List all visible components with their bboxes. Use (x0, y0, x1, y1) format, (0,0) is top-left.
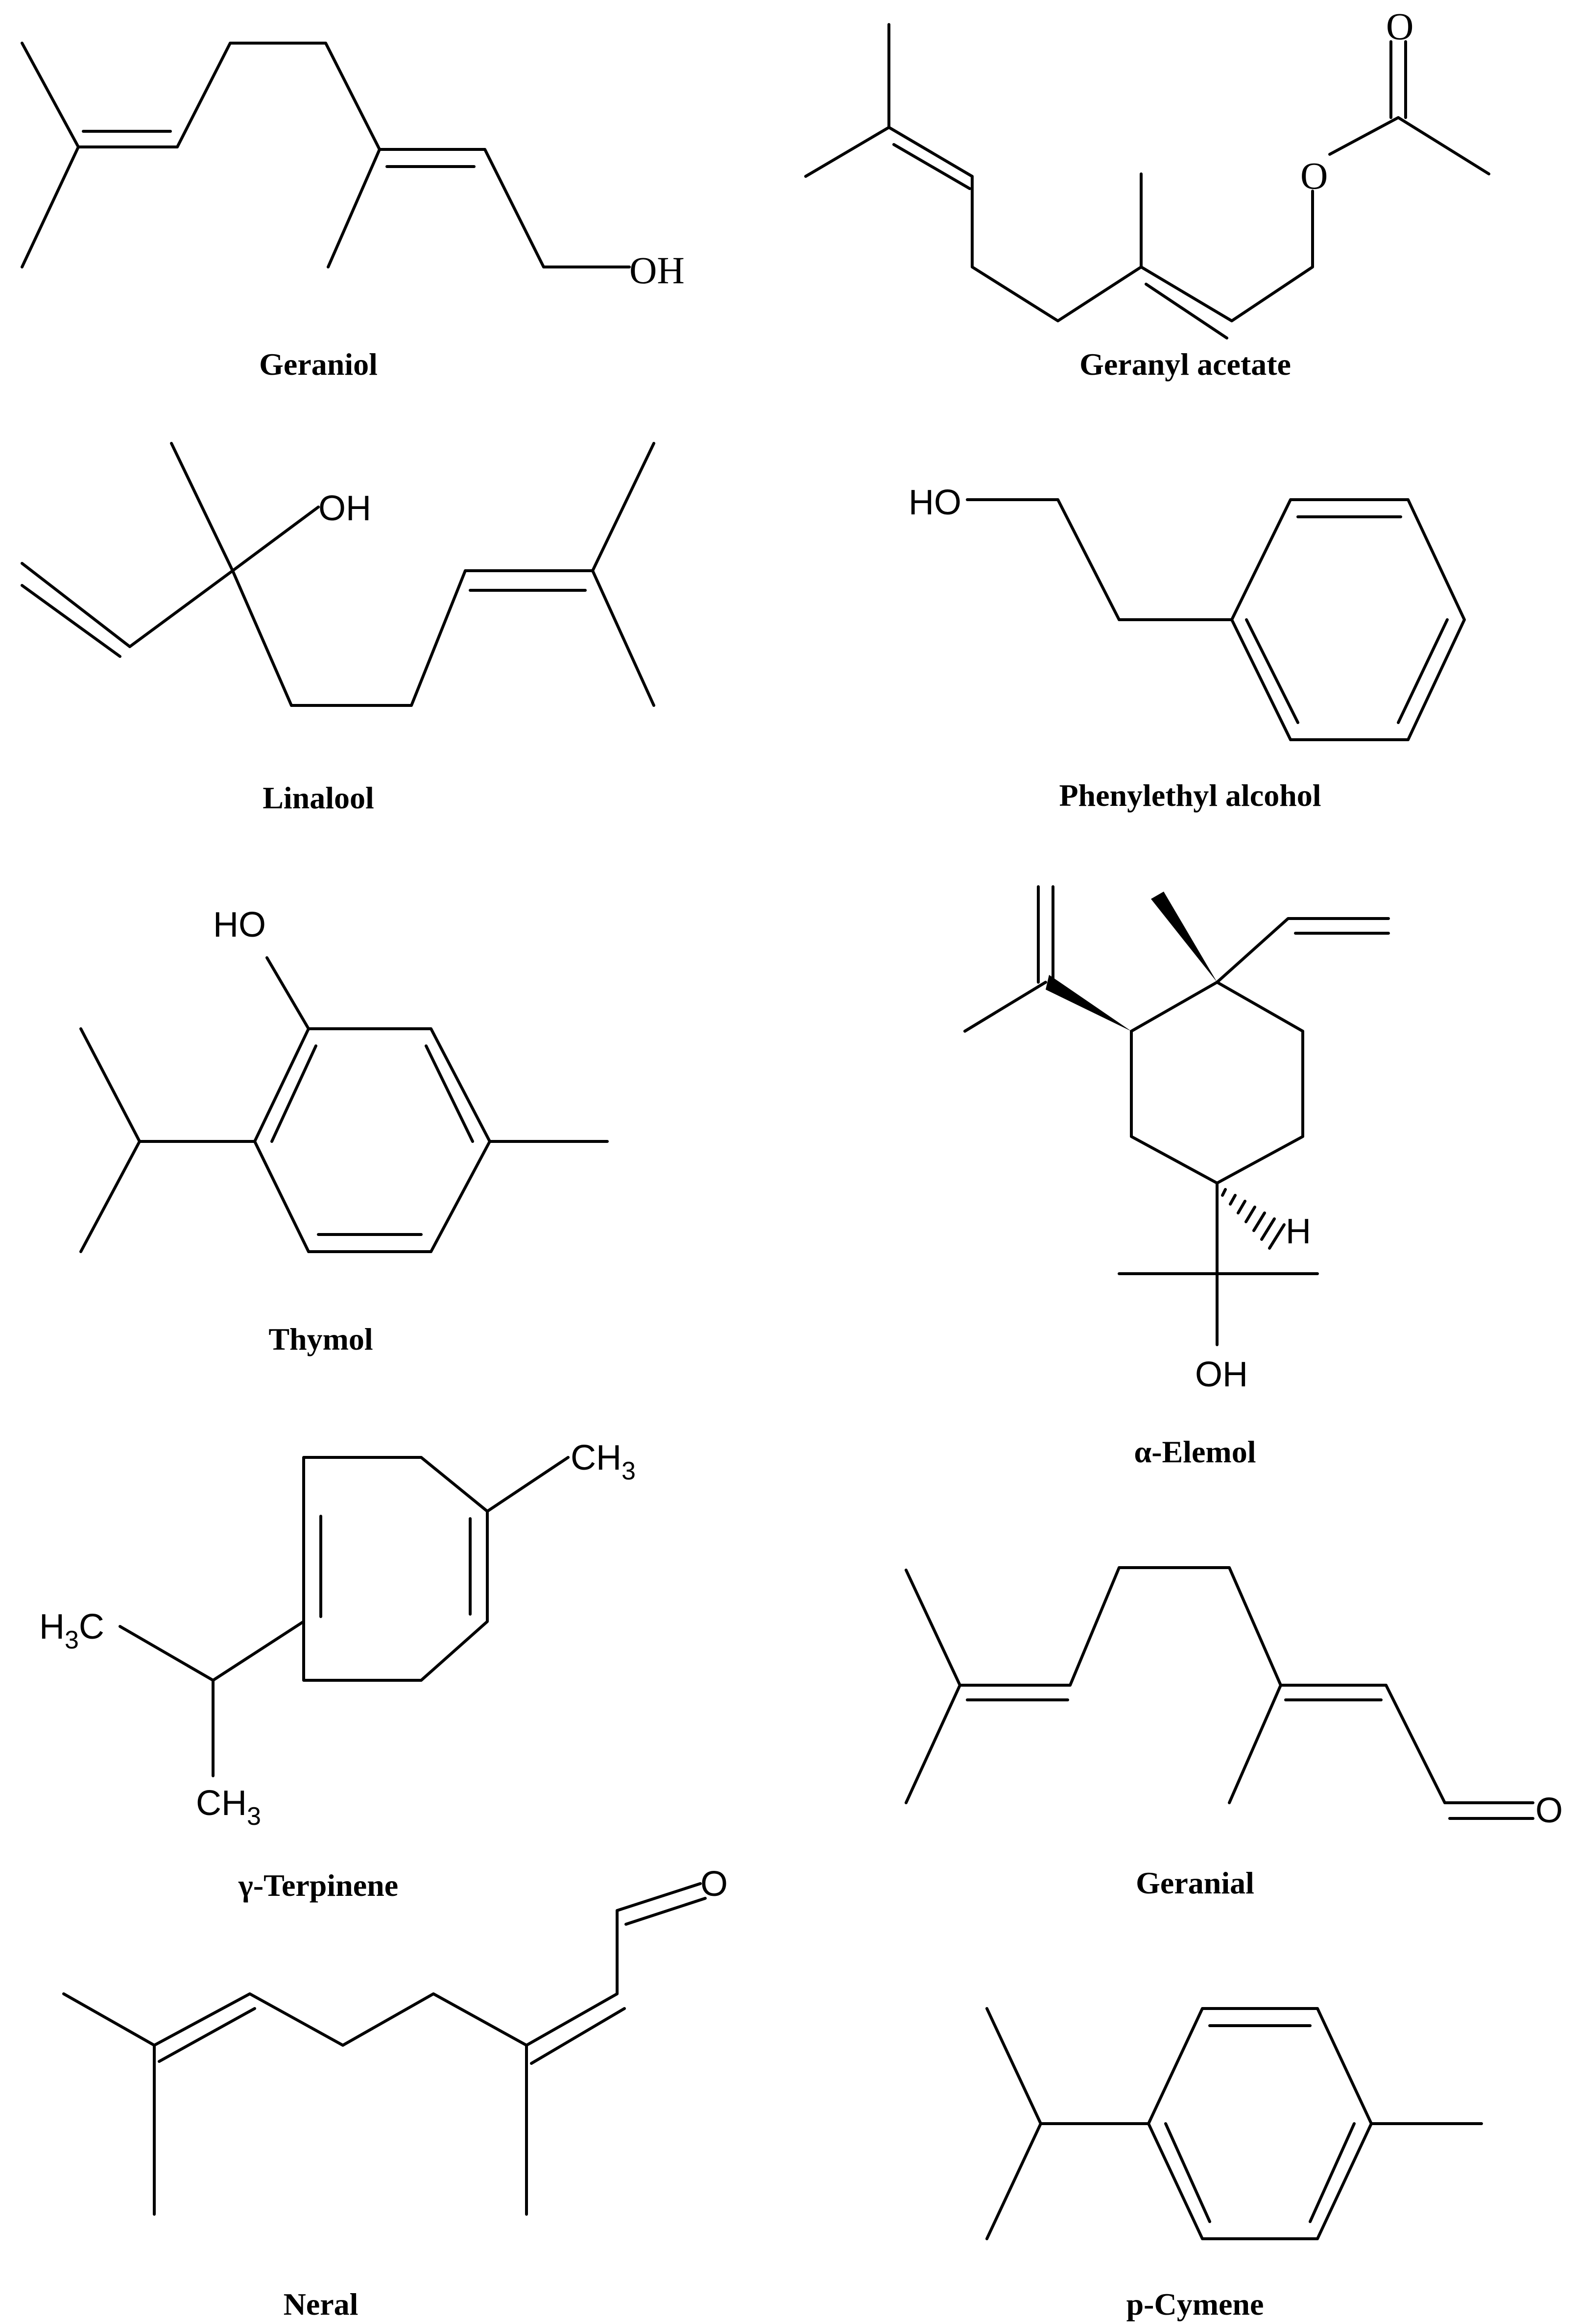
geranyl-acetate-double-bond-2 (1145, 283, 1228, 339)
geranyl-acetate-ester-o-label: O (1300, 154, 1328, 197)
terpinene-substituents (119, 1456, 570, 1777)
gamma-terpinene-caption: γ-Terpinene (238, 1868, 398, 1903)
phenylethyl-alcohol-structure: HO (909, 483, 1466, 741)
elemol-oh-label: OH (1195, 1355, 1248, 1394)
neral-double-bond-1 (158, 2007, 256, 2063)
neral-double-bond-2 (530, 2007, 626, 2065)
p-cymene-caption: p-Cymene (1126, 2287, 1264, 2322)
elemol-vinyl (1216, 917, 1390, 984)
linalool-oh-label: OH (318, 489, 371, 528)
thymol-structure: HO (79, 905, 609, 1253)
geraniol-caption: Geraniol (259, 347, 378, 382)
neral-skeleton (62, 1882, 702, 2216)
p-cymene-ring (1147, 2007, 1373, 2240)
neral-carbonyl-double (624, 1897, 707, 1926)
geraniol-skeleton (21, 42, 631, 268)
terpinene-ring-double-bonds (319, 1515, 472, 1618)
linalool-double-bond-1 (21, 584, 121, 658)
geranyl-acetate-acetyl (1328, 40, 1490, 175)
elemol-h-label: H (1286, 1212, 1311, 1251)
terpinene-ring (302, 1456, 489, 1682)
thymol-ring-double-bonds (270, 1044, 474, 1236)
alpha-elemol-structure: H OH (963, 885, 1390, 1394)
geranyl-acetate-double-bond-1 (892, 143, 971, 190)
neral-o-label: O (700, 1864, 728, 1904)
elemol-ring (1130, 981, 1304, 1185)
thymol-caption: Thymol (268, 1322, 373, 1356)
terpinene-ch3-bottom-label: CH3 (196, 1784, 261, 1831)
neral-caption: Neral (284, 2287, 359, 2322)
geranial-structure: O (905, 1566, 1563, 1830)
geranyl-acetate-caption: Geranyl acetate (1079, 347, 1291, 382)
thymol-ho-label: HO (213, 905, 266, 944)
elemol-wedge-methyl (1151, 892, 1217, 982)
elemol-wedge-isopropenyl (1046, 975, 1131, 1031)
p-cymene-ring-double-bonds (1164, 2024, 1356, 2223)
phenylethyl-alcohol-caption: Phenylethyl alcohol (1059, 778, 1321, 813)
linalool-caption: Linalool (263, 780, 374, 815)
phenylethyl-ring (1230, 498, 1466, 741)
geranial-caption: Geranial (1136, 1865, 1254, 1900)
geranial-o-label: O (1535, 1791, 1563, 1830)
p-cymene-structure (985, 2007, 1483, 2240)
phenylethyl-ring-double-bonds (1245, 515, 1449, 724)
phenylethyl-ho-label: HO (909, 483, 961, 522)
geranial-skeleton (905, 1566, 1534, 1804)
alpha-elemol-caption: α-Elemol (1134, 1434, 1256, 1469)
geranyl-acetate-carbonyl-o-label: O (1386, 5, 1413, 48)
geranyl-acetate-skeleton (804, 23, 1314, 322)
geraniol-structure: OH (21, 42, 685, 291)
thymol-ring (253, 1027, 491, 1253)
phenylethyl-chain (966, 498, 1233, 621)
geraniol-oh-label: OH (629, 249, 685, 291)
geranyl-acetate-structure: O O (804, 5, 1490, 339)
gamma-terpinene-structure: CH3 H3C CH3 (39, 1438, 636, 1831)
p-cymene-substituents (985, 2007, 1483, 2240)
linalool-structure: OH (21, 442, 655, 707)
elemol-hydroxyisopropyl (1118, 1182, 1319, 1346)
neral-structure: O (62, 1864, 728, 2216)
terpinene-ch3-top-label: CH3 (571, 1438, 636, 1485)
terpinene-h3c-label: H3C (39, 1607, 104, 1654)
elemol-isopropenyl (963, 885, 1054, 1033)
thymol-substituents (79, 956, 609, 1253)
linalool-skeleton (21, 442, 655, 707)
elemol-hash-h (1221, 1188, 1286, 1250)
